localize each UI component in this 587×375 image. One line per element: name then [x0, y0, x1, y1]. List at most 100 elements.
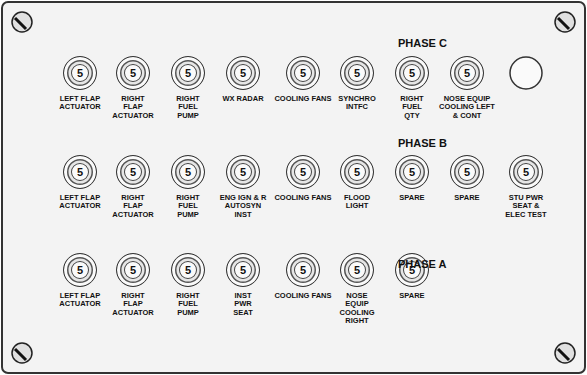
circuit-breaker: 5RIGHT FUEL PUMP: [171, 155, 205, 219]
amp-rating: 5: [240, 167, 246, 178]
amp-rating: 5: [464, 167, 470, 178]
phase-label: PHASE A: [398, 258, 447, 270]
amp-rating: 5: [185, 68, 191, 79]
breaker-label: RIGHT FUEL PUMP: [176, 95, 199, 120]
breaker-knob: 5: [116, 56, 150, 90]
breaker-label: INST PWR SEAT: [233, 292, 252, 317]
breaker-knob: 5: [286, 155, 320, 189]
circuit-breaker: 5RIGHT FUEL PUMP: [171, 56, 205, 120]
blank-hole: [510, 57, 542, 89]
breaker-knob: 5: [226, 253, 260, 287]
breaker-label: NOSE EQUIP COOLING RIGHT: [340, 292, 375, 326]
amp-rating: 5: [300, 265, 306, 276]
circuit-breaker: 5FLOOD LIGHT: [340, 155, 374, 211]
breaker-knob: 5: [226, 56, 260, 90]
breaker-knob: 5: [63, 56, 97, 90]
breaker-knob: 5: [340, 253, 374, 287]
breaker-knob: 5: [116, 253, 150, 287]
breaker-label: SPARE: [447, 194, 487, 202]
circuit-breaker: 5RIGHT FLAP ACTUATOR: [112, 56, 153, 120]
breaker-label: SYNCHRO INTFC: [338, 95, 376, 112]
circuit-breaker: 5 WX RADAR: [213, 56, 273, 103]
circuit-breaker: 5RIGHT FUEL PUMP: [171, 253, 205, 317]
amp-rating: 5: [354, 265, 360, 276]
amp-rating: 5: [77, 265, 83, 276]
breaker-label: RIGHT FLAP ACTUATOR: [112, 194, 153, 219]
screws: [12, 12, 575, 363]
amp-rating: 5: [409, 68, 415, 79]
amp-rating: 5: [464, 68, 470, 79]
amp-rating: 5: [77, 167, 83, 178]
breaker-label: RIGHT FUEL PUMP: [176, 194, 199, 219]
circuit-breaker: 5STU PWR SEAT & ELEC TEST: [504, 155, 548, 219]
amp-rating: 5: [130, 265, 136, 276]
breaker-knob: 5: [450, 155, 484, 189]
breaker-label: FLOOD LIGHT: [344, 194, 370, 211]
breaker-knob: 5: [226, 155, 260, 189]
breaker-label: COOLING FANS: [273, 194, 333, 202]
breaker-label: SPARE: [392, 194, 432, 202]
breaker-knob: 5: [286, 253, 320, 287]
circuit-breaker: 5COOLING FANS: [273, 155, 333, 202]
amp-rating: 5: [240, 68, 246, 79]
breaker-knob: 5: [395, 155, 429, 189]
circuit-breaker: 5INST PWR SEAT: [226, 253, 260, 317]
amp-rating: 5: [185, 265, 191, 276]
breaker-knob: 5: [395, 56, 429, 90]
breaker-knob: 5: [509, 155, 543, 189]
amp-rating: 5: [130, 68, 136, 79]
breaker-label: RIGHT FLAP ACTUATOR: [112, 95, 153, 120]
breaker-label: COOLING FANS: [273, 292, 333, 300]
breaker-label: ENG IGN & R AUTOSYN INST: [217, 194, 269, 219]
circuit-breaker: 5COOLING FANS: [273, 253, 333, 300]
amp-rating: 5: [354, 68, 360, 79]
breaker-label: LEFT FLAP ACTUATOR: [59, 194, 100, 211]
amp-rating: 5: [300, 68, 306, 79]
breaker-label: STU PWR SEAT & ELEC TEST: [504, 194, 548, 219]
circuit-breaker: 5SYNCHRO INTFC: [338, 56, 376, 112]
breaker-knob: 5: [450, 56, 484, 90]
breaker-knob: 5: [340, 155, 374, 189]
circuit-breaker: 5LEFT FLAP ACTUATOR: [59, 56, 100, 112]
circuit-breaker: 5RIGHT FLAP ACTUATOR: [112, 253, 153, 317]
breaker-knob: 5: [171, 56, 205, 90]
circuit-breaker: 5RIGHT FUEL QTY: [395, 56, 429, 120]
amp-rating: 5: [523, 167, 529, 178]
circuit-breaker: 5COOLING FANS: [273, 56, 333, 103]
circuit-breaker: 5RIGHT FLAP ACTUATOR: [112, 155, 153, 219]
circuit-breaker: 5NOSE EQUIP COOLING LEFT & CONT: [437, 56, 497, 120]
breaker-label: RIGHT FUEL QTY: [400, 95, 423, 120]
breaker-label: RIGHT FUEL PUMP: [176, 292, 199, 317]
circuit-breaker: 5SPARE: [447, 155, 487, 202]
breaker-knob: 5: [171, 253, 205, 287]
amp-rating: 5: [240, 265, 246, 276]
amp-rating: 5: [77, 68, 83, 79]
phase-label: PHASE C: [398, 37, 447, 49]
breaker-label: RIGHT FLAP ACTUATOR: [112, 292, 153, 317]
circuit-breaker: 5SPARE: [392, 155, 432, 202]
breaker-label: SPARE: [392, 292, 432, 300]
breaker-label: NOSE EQUIP COOLING LEFT & CONT: [437, 95, 497, 120]
amp-rating: 5: [130, 167, 136, 178]
breaker-knob: 5: [63, 253, 97, 287]
breaker-knob: 5: [116, 155, 150, 189]
phase-label: PHASE B: [398, 137, 447, 149]
breaker-knob: 5: [340, 56, 374, 90]
circuit-breaker: 5LEFT FLAP ACTUATOR: [59, 253, 100, 309]
breaker-label: LEFT FLAP ACTUATOR: [59, 292, 100, 309]
breaker-label: COOLING FANS: [273, 95, 333, 103]
amp-rating: 5: [354, 167, 360, 178]
circuit-breaker: 5ENG IGN & R AUTOSYN INST: [217, 155, 269, 219]
breaker-knob: 5: [171, 155, 205, 189]
breaker-knob: 5: [286, 56, 320, 90]
breaker-label: WX RADAR: [213, 95, 273, 103]
circuit-breaker: 5LEFT FLAP ACTUATOR: [59, 155, 100, 211]
breaker-label: LEFT FLAP ACTUATOR: [59, 95, 100, 112]
amp-rating: 5: [409, 167, 415, 178]
circuit-breaker: 5NOSE EQUIP COOLING RIGHT: [340, 253, 375, 326]
amp-rating: 5: [300, 167, 306, 178]
amp-rating: 5: [185, 167, 191, 178]
breaker-knob: 5: [63, 155, 97, 189]
